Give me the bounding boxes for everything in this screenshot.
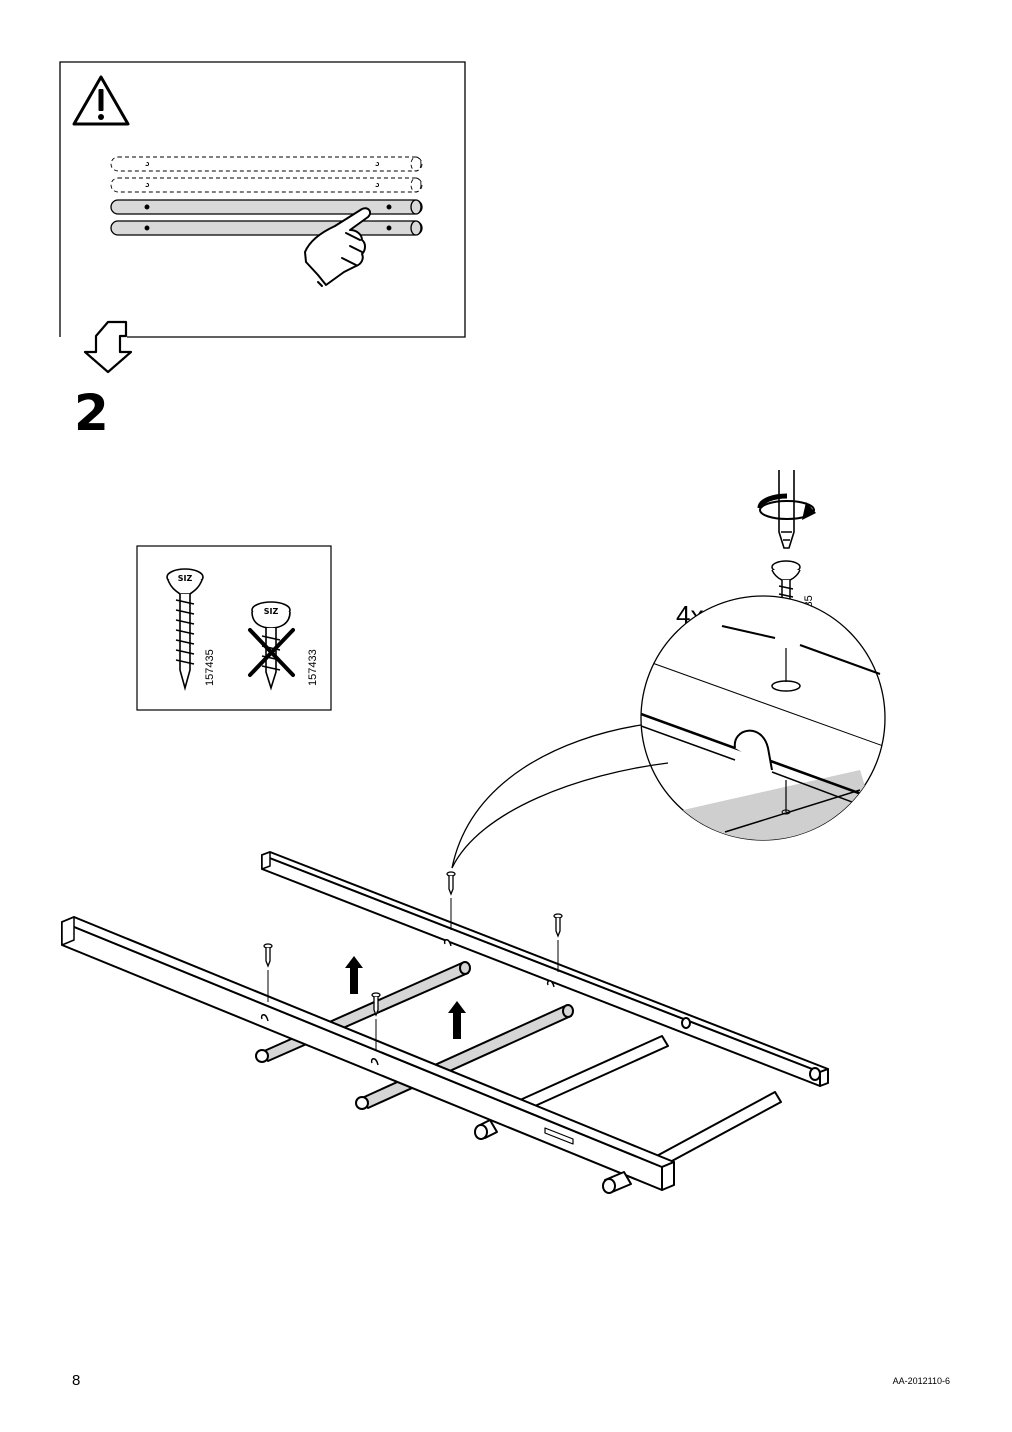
correct-screw bbox=[166, 568, 204, 691]
down-arrow-icon bbox=[83, 320, 133, 374]
warning-icon bbox=[72, 75, 130, 126]
assembly-screws bbox=[263, 871, 563, 1051]
bed-frame-assembly bbox=[61, 851, 829, 1194]
hand-icon bbox=[304, 207, 372, 287]
ghost-rods bbox=[110, 156, 423, 193]
detail-magnifier bbox=[451, 595, 886, 869]
cross-icon bbox=[248, 628, 295, 677]
step-number: 2 bbox=[74, 384, 109, 442]
page-number: 8 bbox=[72, 1372, 81, 1389]
document-code: AA-2012110-6 bbox=[892, 1376, 950, 1386]
wrong-screw-article: 157433 bbox=[307, 649, 319, 686]
correct-screw-head-mark: SIZ bbox=[178, 574, 193, 583]
warning-panel bbox=[59, 61, 466, 338]
wrong-screw-head-mark: SIZ bbox=[264, 607, 279, 616]
screwdriver-icon bbox=[778, 470, 795, 549]
lift-arrow-icon bbox=[345, 956, 466, 1039]
rods-correct bbox=[110, 199, 423, 236]
screw-choice-panel: 157435 157433 SIZ SIZ bbox=[136, 545, 332, 711]
correct-screw-article: 157435 bbox=[204, 649, 216, 686]
rotate-icon bbox=[757, 493, 816, 520]
